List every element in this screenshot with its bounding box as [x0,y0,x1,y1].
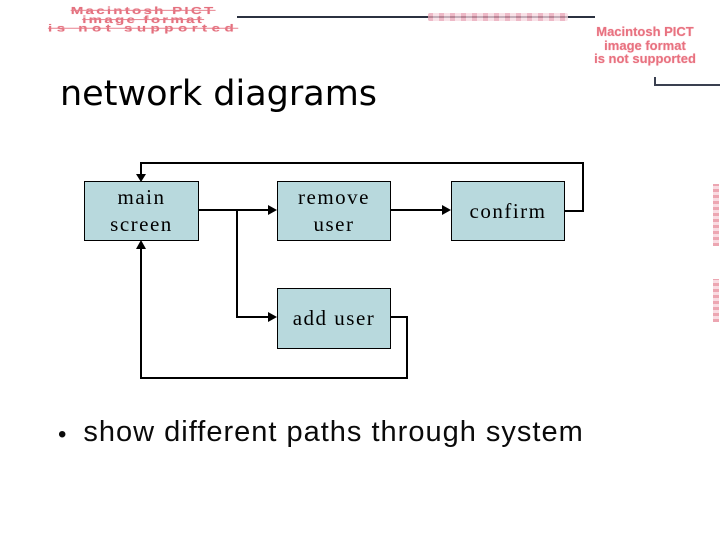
node-label: remove [298,185,370,209]
edge-add-to-main [140,249,408,379]
corner-bracket-line [654,77,656,86]
connector-lines [140,162,584,379]
arrowhead-right-icon [442,205,451,215]
node-label: main [117,185,166,209]
pict-artifact-top-left: Macintosh PICT image format is not suppo… [2,4,284,35]
top-divider-rule [237,16,595,18]
bullet-text: show different paths through system [83,416,584,448]
page-title: network diagrams [60,74,378,114]
arrowheads [136,174,451,322]
node-confirm: confirm [451,181,565,241]
arrowhead-up-icon [136,240,146,249]
pict-artifact-top-right: Macintosh PICT image format is not suppo… [570,25,720,66]
bullet-item: • show different paths through system [58,416,678,449]
node-label: user [313,212,355,236]
edge-main-to-add [236,211,270,318]
pict-artifact-line: Macintosh PICT [596,24,694,39]
edge-confirm-to-main [140,162,584,212]
node-main-screen: main screen [84,181,199,241]
pict-artifact-line: image format [604,37,686,53]
arrowhead-right-icon [268,312,277,322]
node-label: add user [292,306,376,330]
clipped-artifact-strip [713,184,719,246]
pict-artifact-smudge [428,13,568,21]
node-remove-user: remove user [277,181,391,241]
corner-bracket-line [654,84,720,86]
pict-artifact-line: image format [82,13,205,26]
clipped-artifact-strip [713,279,719,322]
arrowhead-down-icon [136,174,146,182]
node-add-user: add user [277,288,391,349]
pict-artifact-line: is not supported [594,51,696,66]
bullet-icon: • [58,421,68,448]
pict-artifact-line: is not supported [48,22,239,35]
arrowhead-right-icon [268,205,277,215]
pict-artifact-line: Macintosh PICT [70,4,216,17]
node-label: confirm [469,198,547,223]
node-label: screen [110,212,173,236]
